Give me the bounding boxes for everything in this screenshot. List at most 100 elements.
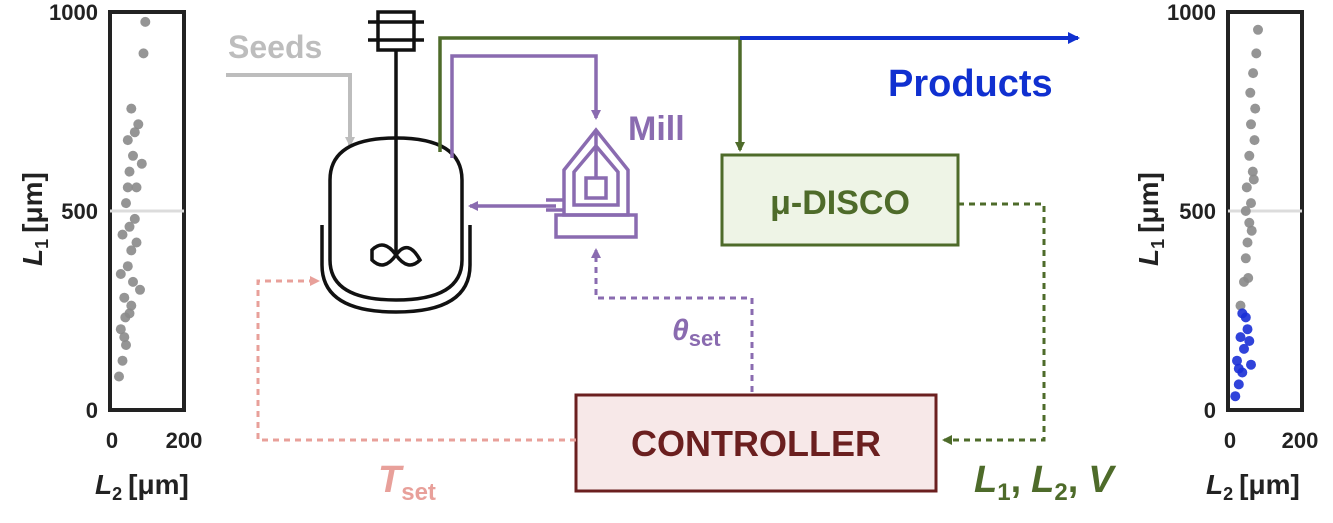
scatter-point xyxy=(1237,308,1248,319)
measurement-arrow xyxy=(942,202,1046,445)
scatter-point xyxy=(1241,182,1252,193)
right-ytick-500: 500 xyxy=(1179,199,1216,224)
scatter-point xyxy=(1235,300,1246,311)
scatter-point xyxy=(128,276,138,287)
left-ytick-500: 500 xyxy=(61,199,98,224)
scatter-point xyxy=(114,371,124,382)
scatter-point xyxy=(1245,87,1256,98)
scatter-point xyxy=(1242,237,1253,248)
scatter-point xyxy=(1233,363,1244,374)
scatter-point xyxy=(1244,150,1255,161)
scatter-point xyxy=(126,300,137,311)
scatter-point xyxy=(126,245,137,256)
controller-label: CONTROLLER xyxy=(631,423,881,464)
scatter-point xyxy=(1246,359,1256,370)
scatter-point xyxy=(1249,135,1260,146)
scatter-point xyxy=(1232,355,1242,366)
left-xlabel: L2[μm] xyxy=(95,469,189,504)
scatter-point xyxy=(115,269,126,279)
scatter-point xyxy=(1235,332,1246,343)
measurement-label: L1,L2,V xyxy=(974,459,1116,506)
scatter-point xyxy=(122,182,133,193)
scatter-point xyxy=(1244,217,1255,228)
scatter-point xyxy=(124,166,135,177)
scatter-point xyxy=(1246,198,1256,209)
scatter-point xyxy=(1239,343,1249,354)
scatter-point xyxy=(1246,225,1257,236)
right-xtick-200: 200 xyxy=(1282,428,1319,453)
scatter-point xyxy=(115,324,126,335)
scatter-point xyxy=(121,340,131,350)
reactor-icon xyxy=(320,10,472,314)
theta-set-arrow xyxy=(591,248,754,392)
right-plot-points xyxy=(1230,24,1263,402)
left-xtick-0: 0 xyxy=(106,428,118,453)
outlet-line xyxy=(438,36,740,152)
seeds-arrow xyxy=(226,73,355,147)
left-plot-points xyxy=(114,16,151,382)
temperature-set-arrow xyxy=(256,276,576,442)
scatter-point xyxy=(1243,273,1254,283)
scatter-point xyxy=(117,355,128,366)
products-label: Products xyxy=(888,63,1053,105)
impeller-icon xyxy=(370,243,423,267)
scatter-point xyxy=(119,332,130,343)
reactor-jacket xyxy=(320,225,472,314)
scatter-point xyxy=(1240,253,1251,264)
scatter-point xyxy=(126,103,137,114)
scatter-point xyxy=(1242,324,1253,335)
scatter-point xyxy=(1247,166,1258,177)
mill-icon xyxy=(546,127,638,239)
theta-set-label: θset xyxy=(672,314,721,351)
scatter-point xyxy=(131,237,142,248)
scatter-point xyxy=(121,198,131,209)
right-xtick-0: 0 xyxy=(1224,428,1236,453)
seeds-label: Seeds xyxy=(228,29,322,65)
left-ylabel: L1[μm] xyxy=(17,172,52,266)
scatter-point xyxy=(122,261,133,272)
scatter-point xyxy=(122,135,133,146)
scatter-point xyxy=(1244,336,1255,346)
left-xtick-200: 200 xyxy=(166,428,203,453)
scatter-point xyxy=(131,182,142,193)
left-ytick-1000: 1000 xyxy=(49,0,98,25)
scatter-point xyxy=(129,213,140,224)
scatter-point xyxy=(128,150,138,161)
right-ytick-0: 0 xyxy=(1204,398,1216,423)
scatter-point xyxy=(136,158,147,169)
mill-label: Mill xyxy=(628,110,685,148)
scatter-point xyxy=(140,16,151,27)
scatter-point xyxy=(129,127,140,138)
right-ylabel: L1[μm] xyxy=(1133,172,1168,266)
scatter-point xyxy=(1246,119,1256,130)
right-ytick-1000: 1000 xyxy=(1167,0,1216,25)
reactor-vessel xyxy=(328,136,464,302)
scatter-point xyxy=(1251,48,1262,59)
controller-box xyxy=(574,393,938,493)
scatter-point xyxy=(1250,103,1261,114)
stirrer-motor-icon xyxy=(376,10,416,52)
scatter-point xyxy=(1248,68,1259,79)
scatter-point xyxy=(133,119,144,130)
scatter-point xyxy=(120,312,131,323)
scatter-point xyxy=(1248,174,1259,185)
disco-box xyxy=(720,153,960,247)
disco-label: μ-DISCO xyxy=(770,184,910,222)
scatter-point xyxy=(1230,391,1241,402)
scatter-point xyxy=(1253,24,1263,35)
right-scatter-plot: 1000 500 0 0 200 L2[μm] L1[μm] xyxy=(1133,0,1318,504)
mill-feed-arrow xyxy=(450,54,601,158)
scatter-point xyxy=(119,292,130,303)
scatter-point xyxy=(1233,379,1244,390)
scatter-point xyxy=(124,221,135,232)
scatter-point xyxy=(117,229,128,240)
left-ytick-0: 0 xyxy=(86,398,98,423)
right-xlabel: L2[μm] xyxy=(1206,469,1300,504)
scatter-point xyxy=(1240,206,1251,216)
left-scatter-plot: 1000 500 0 0 200 L2[μm] L1[μm] xyxy=(17,0,202,504)
t-set-label: Tset xyxy=(378,459,436,506)
scatter-point xyxy=(135,284,145,295)
scatter-point xyxy=(138,48,149,59)
